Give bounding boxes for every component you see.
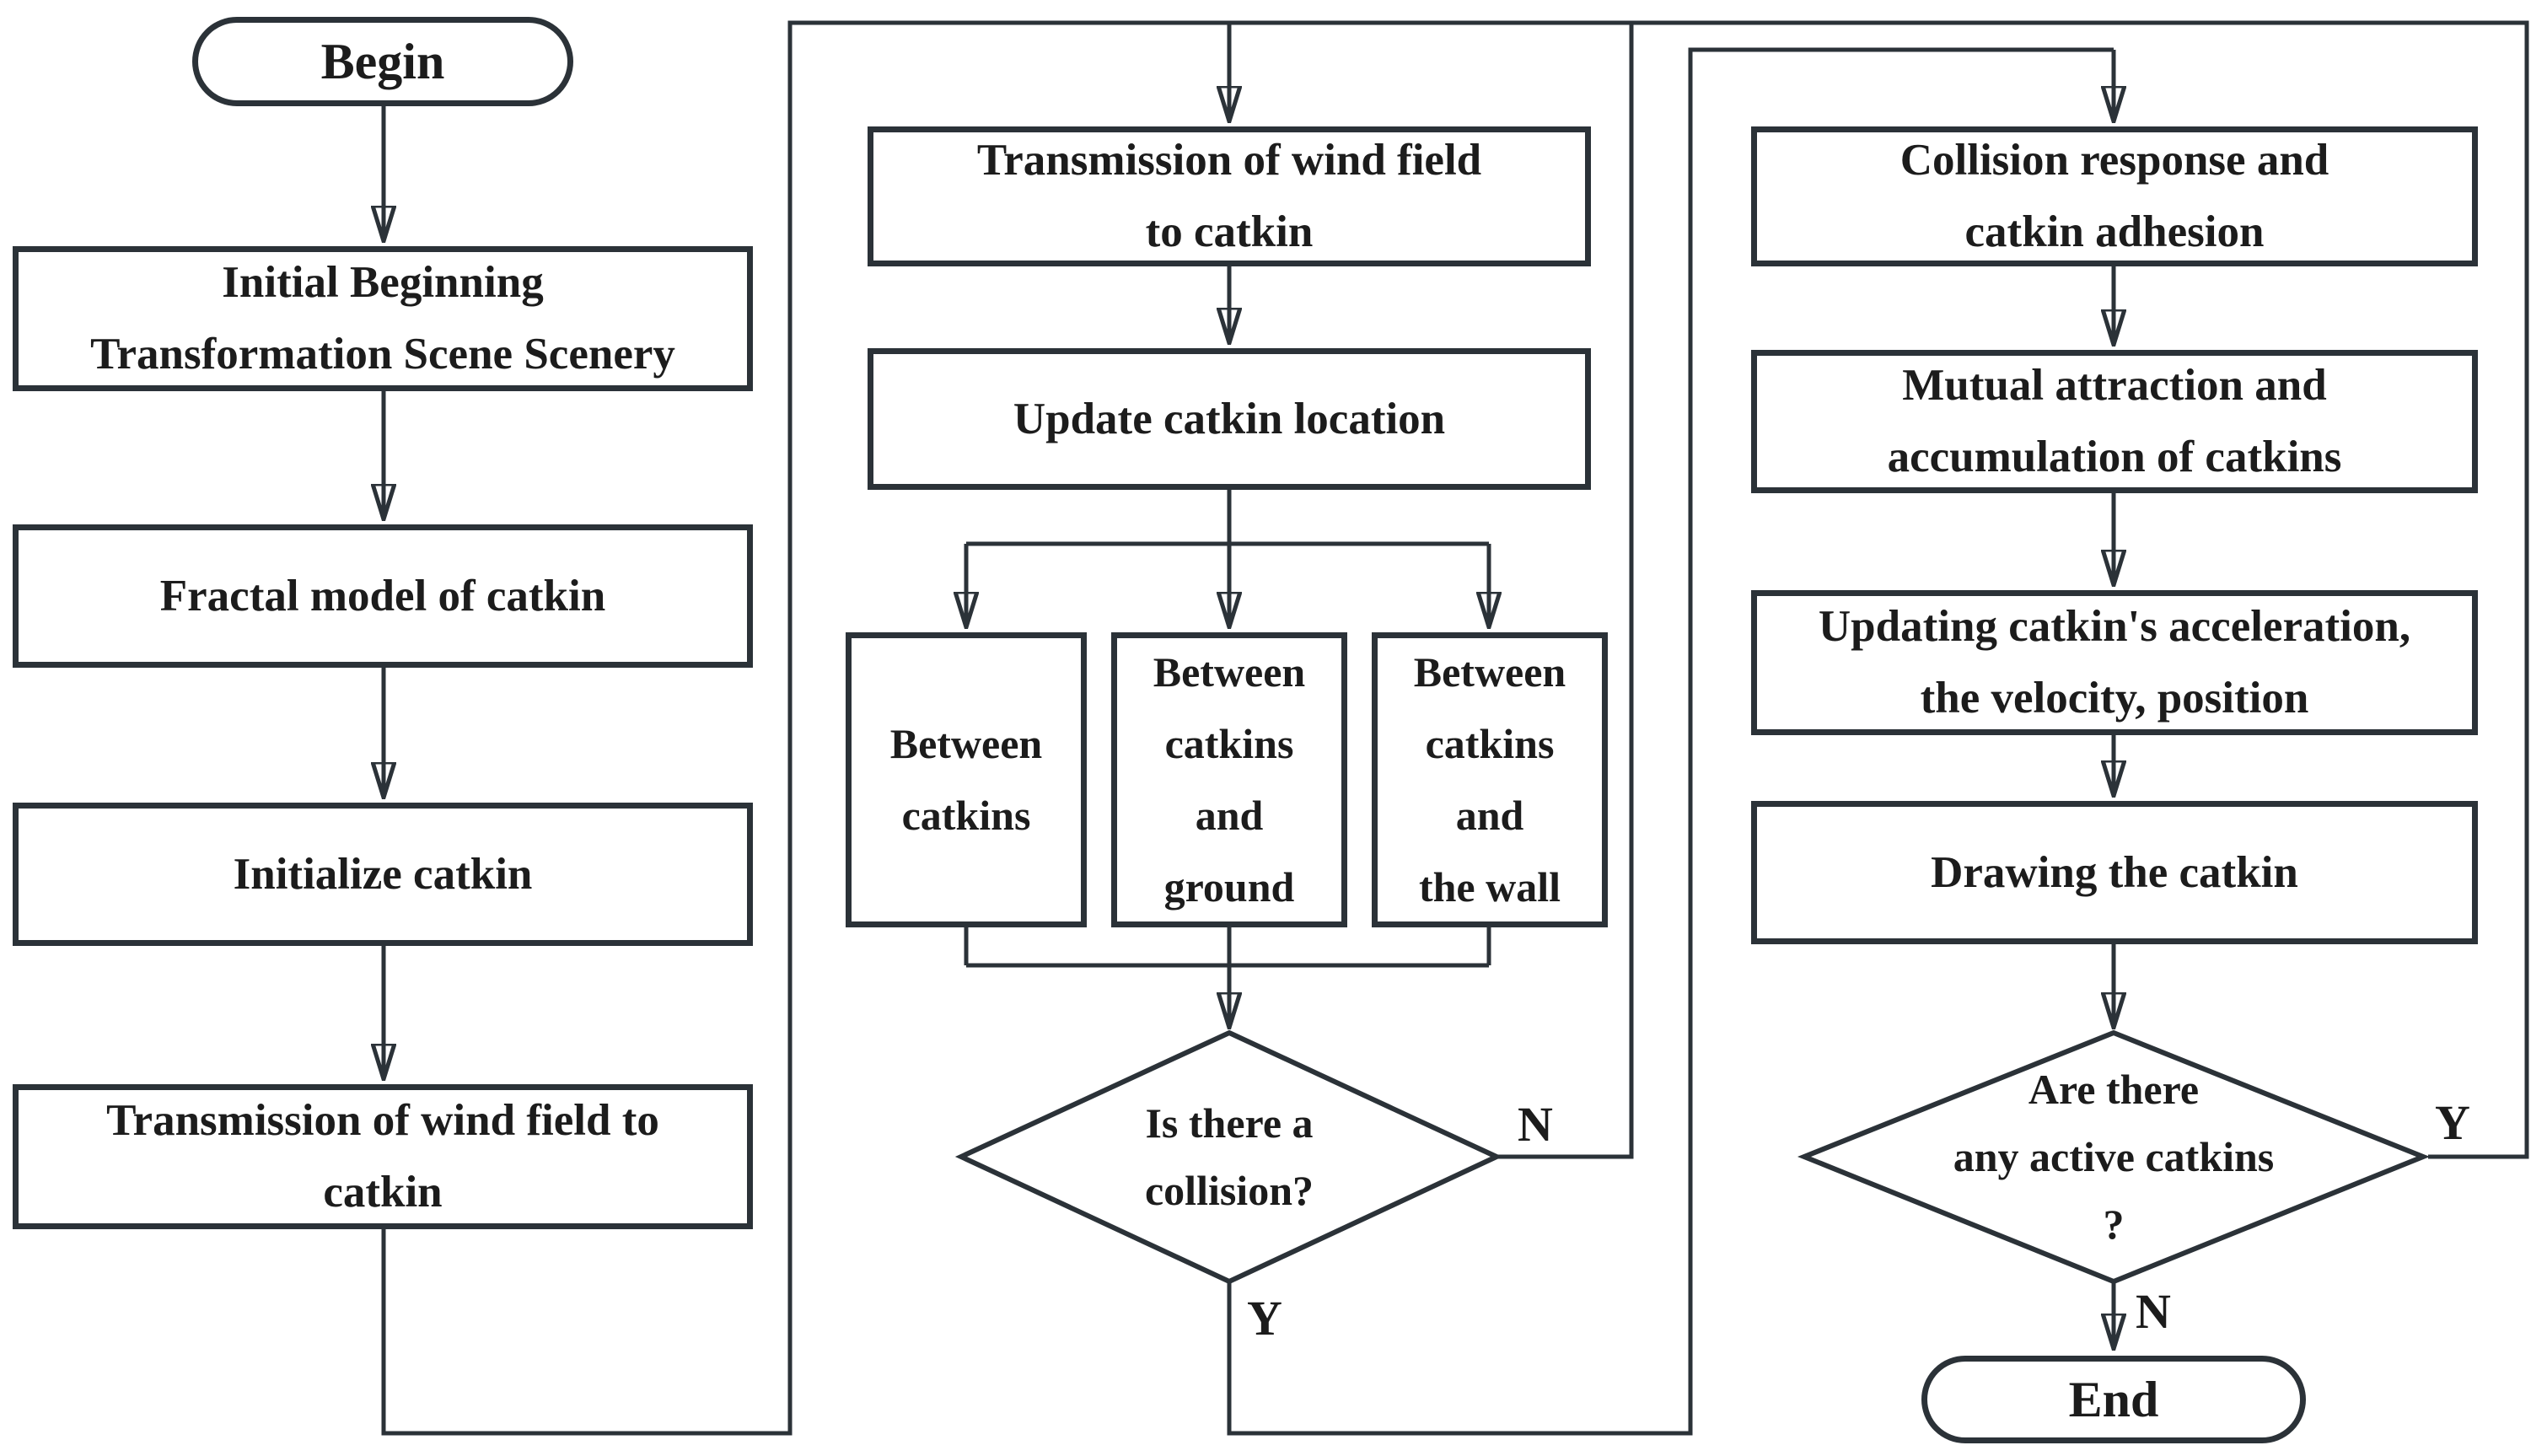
active-yes-label: Y [2435,1095,2470,1150]
active-decision-shape [1797,1029,2431,1285]
process-update-motion: Updating catkin's acceleration, the velo… [1751,590,2478,735]
process-between-catkins-ground: Between catkins and ground [1111,632,1347,927]
process-update-location: Update catkin location [868,348,1591,490]
process-fractal-model: Fractal model of catkin [13,524,753,668]
begin-terminator: Begin [192,17,573,106]
process-between-catkins-wall: Between catkins and the wall [1372,632,1608,927]
process-wind-to-catkin-mid: Transmission of wind field to catkin [868,126,1591,266]
process-between-catkins: Between catkins [846,632,1087,927]
collision-yes-label: Y [1247,1291,1282,1346]
edge-collision-yes-to-right-col [1227,47,2114,1436]
process-mutual-attraction: Mutual attraction and accumulation of ca… [1751,350,2478,493]
end-terminator: End [1921,1356,2306,1443]
active-decision-label: Are there any active catkins ? [1953,1066,2275,1248]
collision-decision-shape [954,1029,1503,1285]
process-drawing-catkin: Drawing the catkin [1751,801,2478,944]
edge-collision-no-return [1496,23,1634,1159]
active-no-label: N [2136,1284,2171,1339]
collision-no-label: N [1518,1097,1553,1152]
process-initialize-catkin: Initialize catkin [13,803,753,946]
collision-decision-label: Is there a collision? [1144,1099,1314,1214]
process-collision-response: Collision response and catkin adhesion [1751,126,2478,266]
process-wind-to-catkin-left: Transmission of wind field to catkin [13,1084,753,1229]
edge-main-loop-bus [381,20,2529,1436]
process-init-scene: Initial Beginning Transformation Scene S… [13,246,753,391]
